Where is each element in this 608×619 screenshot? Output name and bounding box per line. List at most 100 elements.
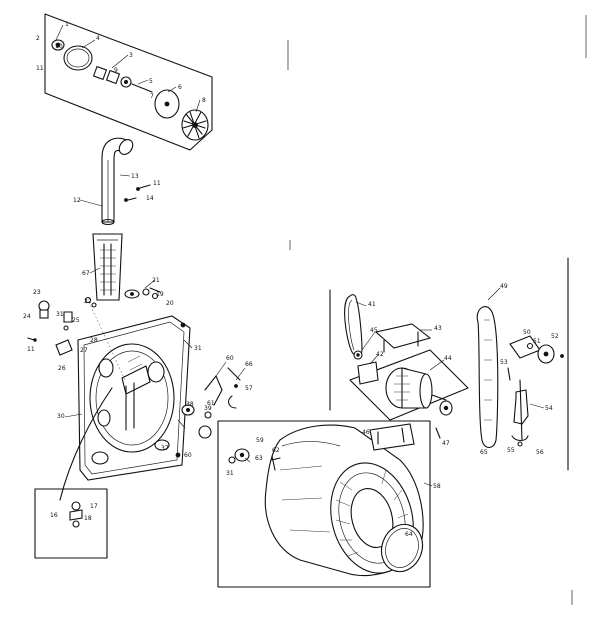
callout-46: 46 xyxy=(362,429,370,436)
callout-59: 59 xyxy=(256,437,264,444)
callout-53: 53 xyxy=(500,359,508,366)
callout-16: 16 xyxy=(50,512,58,519)
callout-63: 63 xyxy=(255,455,263,462)
drum-seal xyxy=(380,523,424,573)
callout-6: 6 xyxy=(178,84,182,91)
blower-wheel xyxy=(181,109,209,141)
callout-11-left: 11 xyxy=(27,346,35,353)
callout-60-top: 60 xyxy=(226,355,234,362)
callout-55: 55 xyxy=(507,447,515,454)
callout-31-panel: 31 xyxy=(194,345,202,352)
shaft xyxy=(131,83,153,93)
wire-leads xyxy=(59,299,126,501)
callout-11-duct: 11 xyxy=(153,180,161,187)
callout-5: 5 xyxy=(149,78,153,85)
sheet-lines xyxy=(287,15,587,605)
callout-24: 24 xyxy=(23,313,31,320)
callout-31-drum: 31 xyxy=(226,470,234,477)
callout-49: 49 xyxy=(500,283,508,290)
callout-65: 65 xyxy=(480,449,488,456)
callout-66: 66 xyxy=(245,361,253,368)
bearing-block-2 xyxy=(105,69,121,85)
bulkhead-opening xyxy=(89,343,175,453)
motor-mount-plate xyxy=(349,349,469,421)
callout-18: 18 xyxy=(84,515,92,522)
drive-motor xyxy=(385,367,453,416)
exhaust-duct-elbow xyxy=(101,137,134,226)
callout-19: 19 xyxy=(156,291,164,298)
callout-64: 64 xyxy=(405,531,413,538)
callout-37: 37 xyxy=(161,445,169,452)
callout-39: 39 xyxy=(204,405,212,412)
bushing-center xyxy=(124,80,129,85)
callout-54: 54 xyxy=(545,405,553,412)
callout-43: 43 xyxy=(434,325,442,332)
drive-belt xyxy=(344,294,363,357)
callout-62: 62 xyxy=(272,447,280,454)
callout-45: 45 xyxy=(370,327,378,334)
drum-belt xyxy=(476,306,499,449)
drum-inset-border xyxy=(217,420,431,588)
callout-labels: 1 2 3 4 5 6 7 8 9 10 11 11 11 12 13 14 1… xyxy=(23,21,559,538)
callout-4: 4 xyxy=(96,35,100,42)
callout-11-top: 11 xyxy=(36,65,44,72)
callout-52: 52 xyxy=(551,333,559,340)
callout-2: 2 xyxy=(36,35,40,42)
callout-38: 38 xyxy=(186,401,194,408)
callout-67: 67 xyxy=(82,270,90,277)
callout-7: 7 xyxy=(150,93,154,100)
leader-lines xyxy=(55,24,545,487)
callout-60-bottom: 60 xyxy=(184,452,192,459)
callout-23: 23 xyxy=(33,289,41,296)
callout-28: 28 xyxy=(90,337,98,344)
callout-61: 61 xyxy=(207,400,215,407)
cap-center xyxy=(55,42,61,48)
callout-50: 50 xyxy=(523,329,531,336)
lint-duct xyxy=(92,233,123,301)
motor-switch xyxy=(357,361,379,385)
callout-8: 8 xyxy=(202,97,206,104)
small-switch-parts xyxy=(27,296,97,356)
door-switch-inset xyxy=(34,488,108,559)
callout-14: 14 xyxy=(146,195,154,202)
drum-assembly-group xyxy=(217,420,431,588)
motor-assembly-group xyxy=(329,257,569,471)
callout-12: 12 xyxy=(73,197,81,204)
callout-9: 9 xyxy=(114,67,118,74)
callout-21: 21 xyxy=(152,277,160,284)
duct-screws xyxy=(124,184,151,202)
callout-30: 30 xyxy=(57,413,65,420)
callout-42: 42 xyxy=(376,351,384,358)
callout-47: 47 xyxy=(442,440,450,447)
idler-bracket xyxy=(369,423,415,451)
callout-22: 22 xyxy=(84,298,92,305)
callout-41: 41 xyxy=(368,301,376,308)
blower-inset-border xyxy=(44,13,213,151)
callout-27: 27 xyxy=(80,347,88,354)
callout-25: 25 xyxy=(72,317,80,324)
blower-assembly-group xyxy=(44,13,213,151)
callout-13: 13 xyxy=(131,173,139,180)
fan-plate-hub xyxy=(164,101,170,107)
callout-44: 44 xyxy=(444,355,452,362)
gasket-ring xyxy=(63,45,93,71)
callout-31-left: 31 xyxy=(56,311,64,318)
callout-3: 3 xyxy=(129,52,133,59)
callout-58: 58 xyxy=(433,483,441,490)
callout-10: 10 xyxy=(55,43,63,50)
callout-20: 20 xyxy=(166,300,174,307)
thermostat-parts xyxy=(124,287,161,300)
drum-support-parts xyxy=(181,367,241,439)
callout-26: 26 xyxy=(58,365,66,372)
fan-plate xyxy=(154,89,180,119)
gasket-inner xyxy=(66,48,90,68)
front-bulkhead xyxy=(77,315,191,481)
callout-1: 1 xyxy=(65,21,69,28)
callout-17: 17 xyxy=(90,503,98,510)
callout-57: 57 xyxy=(245,385,253,392)
motor-clamp xyxy=(374,323,432,349)
callout-56: 56 xyxy=(536,449,544,456)
callout-51: 51 xyxy=(533,338,541,345)
bearing-block xyxy=(92,65,108,81)
